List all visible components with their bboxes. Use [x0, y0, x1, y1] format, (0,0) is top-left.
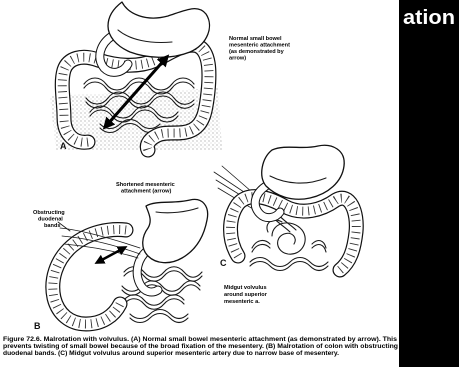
- caption-line: prevents twisting of small bowel because…: [3, 344, 398, 350]
- panel-letter-c: C: [220, 258, 227, 268]
- panel-letter-a: A: [60, 141, 67, 151]
- panel-b-band-label-line: Obstructing: [33, 210, 65, 216]
- panel-a-label-line: (as demonstrated by: [229, 49, 285, 55]
- panel-c-label-line: mesenteric a.: [224, 299, 260, 305]
- caption-line: Figure 72.6. Malrotation with volvulus. …: [3, 337, 398, 343]
- panel-c-label-line: Midgut volvulus: [224, 285, 267, 291]
- panel-c-label-line: around superior: [224, 292, 268, 298]
- caption-line: duodenal bands. (C) Midgut volvulus arou…: [3, 351, 339, 357]
- panel-b-band-label-line: bands: [44, 223, 60, 229]
- panel-b-arrow-label-line: Shortened mesenteric: [116, 182, 175, 188]
- slide-title-fragment: ation: [403, 7, 455, 29]
- panel-b-arrow-label: Shortened mesenteric attachment (arrow): [116, 182, 175, 195]
- panel-b-arrow-label-line: attachment (arrow): [121, 189, 171, 195]
- panel-b-band-label-line: duodenal: [38, 217, 63, 223]
- panel-a-label-line: arrow): [229, 56, 246, 62]
- panel-a-label-line: Normal small bowel: [229, 36, 282, 42]
- panel-letter-b: B: [34, 321, 41, 331]
- panel-a-label-line: mesenteric attachment: [229, 43, 290, 49]
